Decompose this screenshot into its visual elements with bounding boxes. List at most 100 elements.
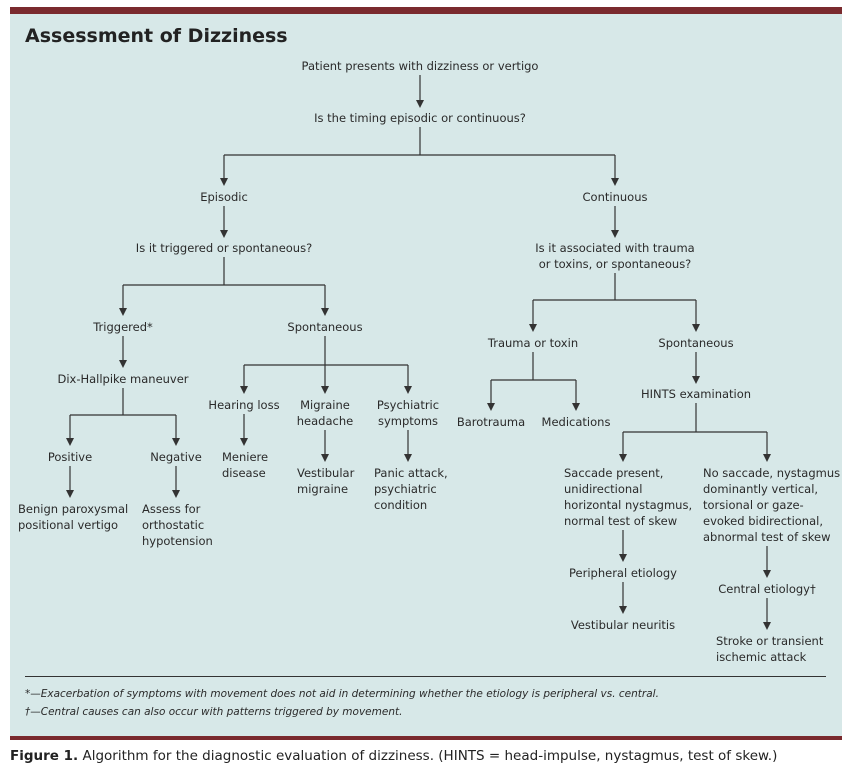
node-line: normal test of skew — [564, 514, 678, 528]
arrowhead-icon — [692, 376, 700, 384]
node-start: Patient presents with dizziness or verti… — [302, 58, 539, 74]
node-panic: Panic attack, psychiatric condition — [374, 465, 448, 513]
node-line: hypotension — [142, 534, 213, 548]
arrowhead-icon — [611, 230, 619, 238]
node-line: Benign paroxysmal — [18, 502, 129, 516]
arrowhead-icon — [172, 438, 180, 446]
node-line: Hearing loss — [208, 398, 280, 412]
arrowhead-icon — [321, 308, 329, 316]
figure-title: Assessment of Dizziness — [25, 25, 288, 47]
node-line: symptoms — [377, 414, 439, 428]
node-line: ischemic attack — [716, 650, 807, 664]
node-line: Continuous — [582, 190, 648, 204]
node-dix: Dix-Hallpike maneuver — [57, 371, 188, 387]
node-triggered: Triggered* — [93, 319, 153, 335]
node-line: Stroke or transient — [716, 634, 824, 648]
node-line: horizontal nystagmus, — [564, 498, 693, 512]
arrowhead-icon — [321, 454, 329, 462]
node-line: Dix-Hallpike maneuver — [57, 372, 189, 386]
arrowhead-icon — [692, 324, 700, 332]
arrowhead-icon — [763, 570, 771, 578]
arrowhead-icon — [611, 178, 619, 186]
node-line: Is it associated with trauma — [535, 241, 695, 255]
arrowhead-icon — [404, 386, 412, 394]
node-spontaneous-ep: Spontaneous — [287, 319, 362, 335]
bottom-accent-bar — [10, 736, 842, 740]
node-line: psychiatric — [374, 482, 437, 496]
node-line: Spontaneous — [658, 336, 734, 350]
node-line: Panic attack, — [374, 466, 448, 480]
node-negative: Negative — [150, 449, 202, 465]
node-line: Vestibular — [297, 466, 355, 480]
node-line: Spontaneous — [287, 320, 363, 334]
node-line: migraine — [297, 482, 349, 496]
arrowhead-icon — [572, 403, 580, 411]
node-neuritis: Vestibular neuritis — [571, 617, 675, 633]
arrowhead-icon — [119, 308, 127, 316]
node-line: Assess for — [142, 502, 201, 516]
node-line: dominantly vertical, — [703, 482, 819, 496]
node-line: Peripheral etiology — [569, 566, 677, 580]
node-line: Trauma or toxin — [487, 336, 579, 350]
node-line: Patient presents with dizziness or verti… — [301, 59, 539, 73]
node-barotrauma: Barotrauma — [457, 414, 525, 430]
arrowhead-icon — [416, 100, 424, 108]
arrowhead-icon — [487, 403, 495, 411]
node-line: positional vertigo — [18, 518, 119, 532]
node-line: headache — [296, 414, 354, 428]
node-line: Positive — [47, 450, 93, 464]
node-spontaneous-cont: Spontaneous — [658, 335, 733, 351]
node-medications: Medications — [542, 414, 611, 430]
arrowhead-icon — [529, 324, 537, 332]
node-central: Central etiology† — [718, 581, 815, 597]
arrowhead-icon — [66, 490, 74, 498]
caption-text: Algorithm for the diagnostic evaluation … — [78, 748, 778, 764]
node-continuous: Continuous — [583, 189, 648, 205]
node-episodic: Episodic — [200, 189, 248, 205]
node-line: or toxins, or spontaneous? — [538, 257, 692, 271]
figure-caption: Figure 1. Algorithm for the diagnostic e… — [10, 748, 777, 764]
node-line: Psychiatric — [376, 398, 440, 412]
node-line: Negative — [150, 450, 202, 464]
node-psychiatric: Psychiatric symptoms — [377, 397, 439, 429]
arrowhead-icon — [66, 438, 74, 446]
node-line: orthostatic — [142, 518, 205, 532]
node-meniere: Meniere disease — [222, 449, 268, 481]
node-line: Is the timing episodic or continuous? — [314, 111, 526, 125]
node-trauma-q: Is it associated with trauma or toxins, o… — [535, 240, 694, 272]
node-migraine-headache: Migraine headache — [297, 397, 353, 429]
node-hearing-loss: Hearing loss — [208, 397, 279, 413]
arrowhead-icon — [321, 386, 329, 394]
node-line: Barotrauma — [456, 415, 526, 429]
node-line: Meniere — [222, 450, 269, 464]
node-vestibular-migraine: Vestibular migraine — [297, 465, 354, 497]
node-triggered-q: Is it triggered or spontaneous? — [136, 240, 312, 256]
node-hints: HINTS examination — [641, 386, 751, 402]
arrowhead-icon — [619, 606, 627, 614]
footnote-dagger: †—Central causes can also occur with pat… — [25, 706, 403, 718]
node-line: Migraine — [300, 398, 350, 412]
arrowhead-icon — [763, 454, 771, 462]
node-trauma: Trauma or toxin — [488, 335, 578, 351]
node-line: Central etiology† — [718, 582, 816, 596]
node-bppv: Benign paroxysmal positional vertigo — [18, 501, 128, 533]
node-orthostatic: Assess for orthostatic hypotension — [142, 501, 213, 549]
node-line: disease — [222, 466, 266, 480]
arrowhead-icon — [619, 454, 627, 462]
arrowhead-icon — [404, 454, 412, 462]
node-line: Vestibular neuritis — [570, 618, 676, 632]
node-line: condition — [374, 498, 428, 512]
top-accent-bar — [10, 7, 842, 14]
node-positive: Positive — [48, 449, 92, 465]
arrowhead-icon — [119, 360, 127, 368]
caption-label: Figure 1. — [10, 748, 79, 764]
node-peripheral: Peripheral etiology — [569, 565, 677, 581]
arrowhead-icon — [220, 178, 228, 186]
arrowhead-icon — [619, 554, 627, 562]
arrowhead-icon — [220, 230, 228, 238]
arrowhead-icon — [763, 622, 771, 630]
arrowhead-icon — [240, 438, 248, 446]
